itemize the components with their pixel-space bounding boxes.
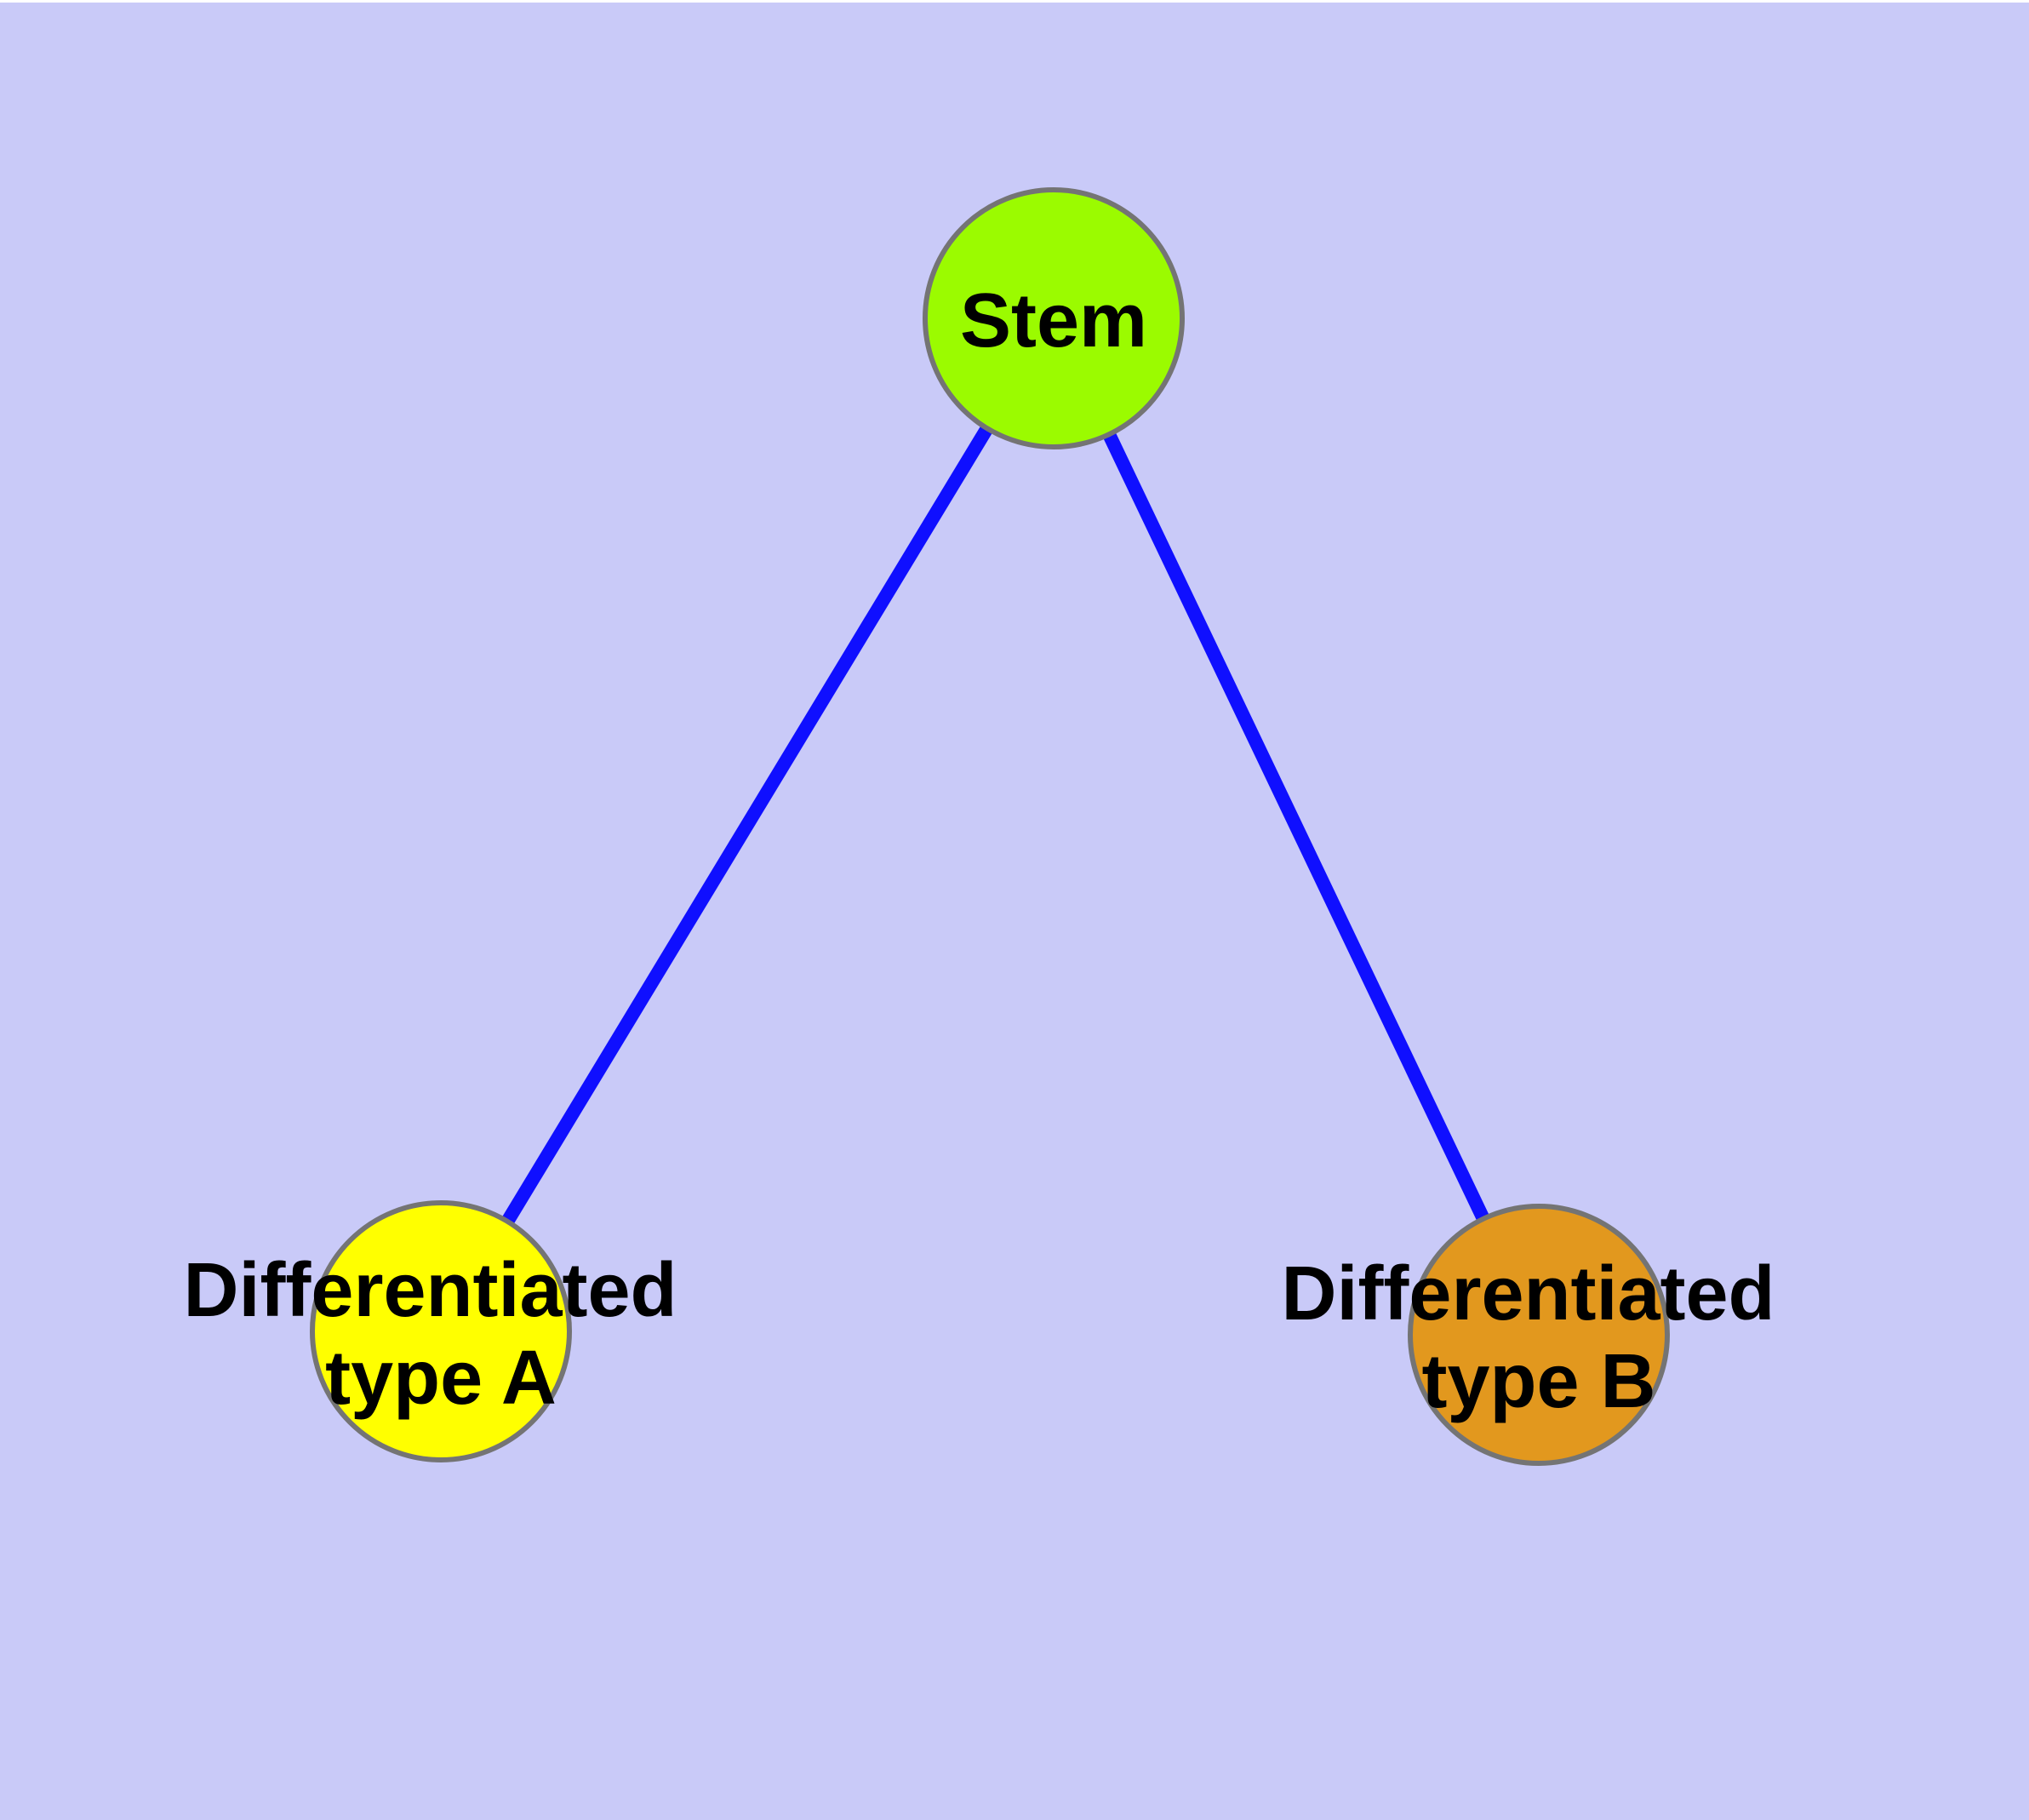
edge-stem-to-type-a [435,314,1060,1336]
node-stem-label: Stem [960,278,1147,363]
label-line: Differentiated [1281,1251,1775,1336]
node-differentiated-type-a [310,1200,572,1462]
label-line: type B [1421,1339,1655,1424]
node-differentiated-type-b [1408,1204,1670,1466]
node-differentiated-type-b-label: Differentiated type B [1281,1251,1796,1424]
label-line: type A [325,1336,557,1421]
node-differentiated-type-a-label: Differentiated type A [183,1248,698,1421]
label-line: Differentiated [183,1248,677,1333]
edge-stem-to-type-b [1047,315,1546,1338]
node-stem [923,187,1185,449]
